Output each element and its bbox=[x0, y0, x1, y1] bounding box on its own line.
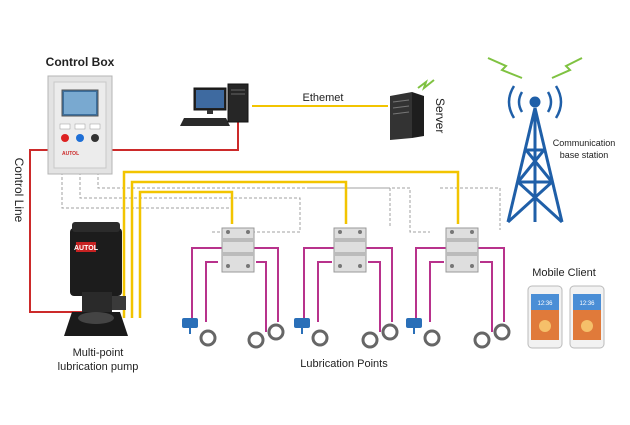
dashed-signal-lines bbox=[61, 172, 501, 233]
bearing-icon bbox=[381, 323, 399, 341]
bearing-icon bbox=[199, 329, 217, 347]
distributor-icon bbox=[333, 227, 367, 273]
bearing-icon bbox=[473, 331, 491, 349]
server-icon bbox=[390, 92, 424, 140]
phone-time-2: 12:36 bbox=[579, 301, 595, 307]
server-label: Server bbox=[433, 98, 447, 133]
control-line bbox=[29, 122, 239, 313]
lube-lines bbox=[191, 247, 505, 332]
pump-icon bbox=[64, 222, 128, 336]
ethernet-label: Ethemet bbox=[303, 92, 344, 104]
pump-label-1: Multi-point bbox=[73, 347, 124, 359]
mobile-client-label: Mobile Client bbox=[532, 267, 596, 279]
distributor-icon bbox=[445, 227, 479, 273]
bearing-icon bbox=[267, 323, 285, 341]
phone-time-1: 12:36 bbox=[537, 301, 553, 307]
sensor-icon bbox=[406, 318, 422, 334]
server-signal-icon bbox=[417, 79, 435, 91]
tower-icon bbox=[506, 85, 564, 224]
phone-icon bbox=[569, 285, 605, 349]
pump-brand: AUTOL bbox=[74, 245, 99, 252]
distributor-icon bbox=[221, 227, 255, 273]
base-station-label-1: Communication bbox=[553, 138, 616, 148]
control-line-label: Control Line bbox=[12, 158, 26, 223]
phone-icon bbox=[527, 285, 563, 349]
lubrication-points-label: Lubrication Points bbox=[300, 358, 388, 370]
sensor-icon bbox=[294, 318, 310, 334]
sensor-icon bbox=[182, 318, 198, 334]
bearing-icon bbox=[247, 331, 265, 349]
bearing-icon bbox=[311, 329, 329, 347]
bearing-icon bbox=[361, 331, 379, 349]
control-box-brand: AUTOL bbox=[62, 151, 79, 157]
control-box-icon bbox=[47, 75, 113, 175]
base-station-label-2: base station bbox=[560, 150, 609, 160]
bearing-icon bbox=[423, 329, 441, 347]
bearing-icon bbox=[493, 323, 511, 341]
computer-icon bbox=[180, 83, 249, 126]
tower-signal-icon bbox=[487, 57, 583, 79]
pump-label-2: lubrication pump bbox=[58, 361, 139, 373]
control-box-label: Control Box bbox=[46, 55, 115, 69]
supply-lines bbox=[122, 170, 460, 318]
